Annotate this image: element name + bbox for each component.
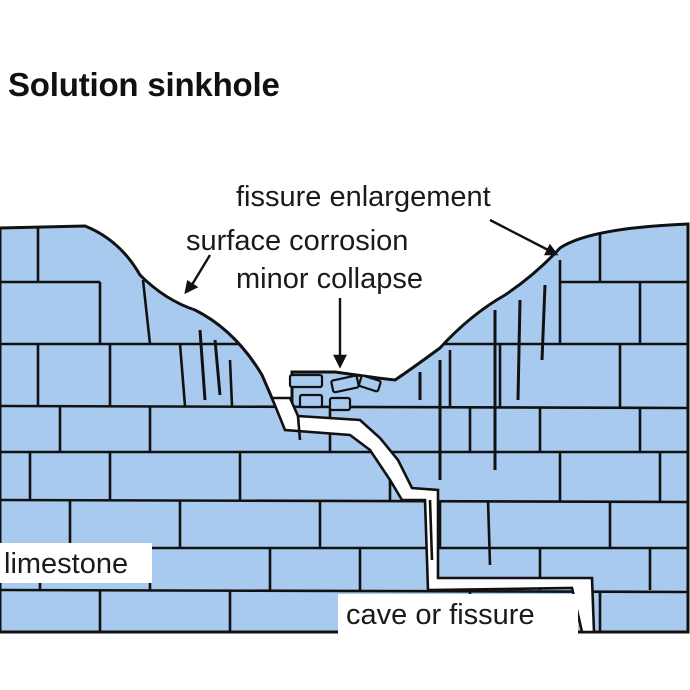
diagram-title: Solution sinkhole: [8, 66, 280, 103]
collapse-rubble: [288, 373, 382, 412]
cave-label-box: [338, 594, 578, 634]
label-minor-collapse: minor collapse: [236, 263, 423, 295]
label-limestone: limestone: [4, 548, 128, 580]
label-pointers: [184, 218, 559, 369]
label-cave-or-fissure: cave or fissure: [346, 599, 535, 631]
dissolution-channel: [270, 396, 596, 634]
rock-bedding: [0, 226, 688, 632]
label-surface-corrosion: surface corrosion: [186, 225, 408, 257]
limestone-label-box: [0, 543, 152, 583]
label-fissure-enlargement: fissure enlargement: [236, 181, 491, 213]
